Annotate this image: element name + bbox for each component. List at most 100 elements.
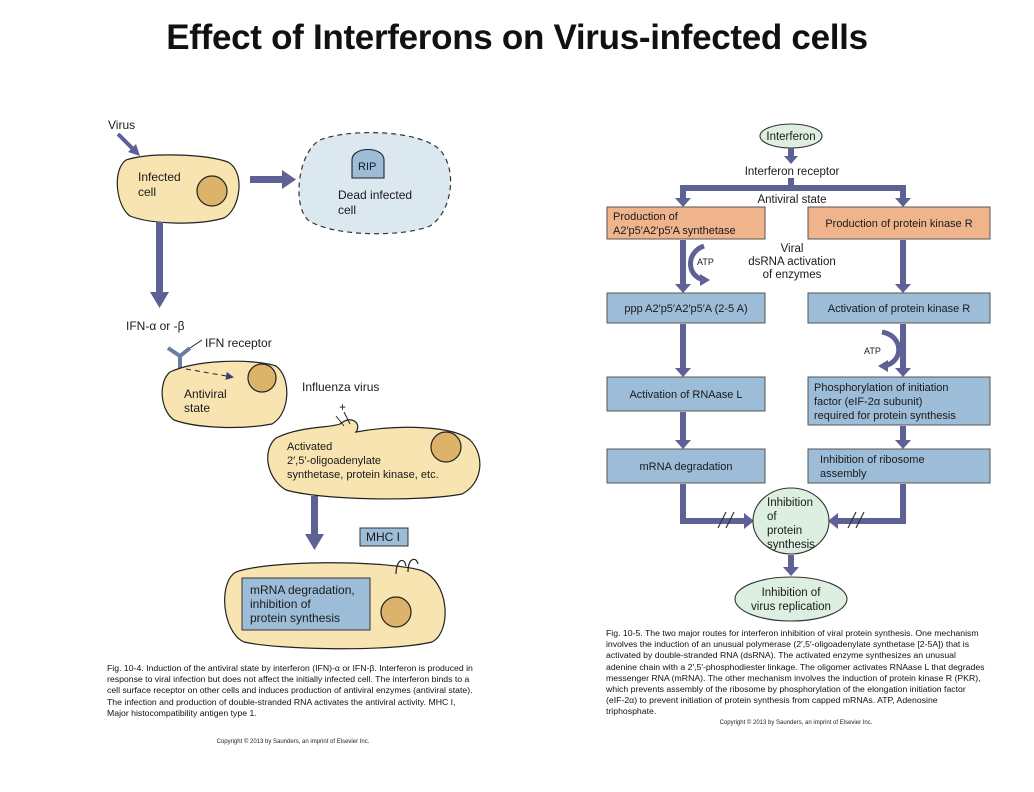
mhc-cell-nucleus — [380, 596, 412, 628]
viral-line1: Viral — [781, 243, 804, 255]
dead-cell-label-line2: cell — [338, 203, 356, 217]
figure-10-5-caption: Fig. 10-5. The two major routes for inte… — [606, 628, 985, 717]
ifn-receptor-label: IFN receptor — [205, 336, 272, 350]
atp-curve-right — [881, 329, 902, 369]
arrow-left-1 — [680, 240, 686, 286]
inhibition-protein-line1: Inhibition — [767, 497, 813, 509]
figure-10-4-caption: Fig. 10-4. Induction of the antiviral st… — [107, 663, 473, 718]
mhc-molecules — [395, 558, 419, 575]
virus-label: Virus — [108, 118, 135, 132]
branch-left — [680, 185, 686, 199]
activation-rnase-label: Activation of RNAase L — [629, 389, 742, 401]
arrow-to-replication — [788, 555, 794, 569]
page-title: Effect of Interferons on Virus-infected … — [166, 18, 868, 57]
inhibition-ribosome-line2: assembly — [820, 468, 867, 480]
antiviral-label-line1: Antiviral — [184, 387, 227, 401]
activation-rnase-box — [606, 376, 766, 412]
infected-cell-label-line2: cell — [138, 185, 156, 199]
arrow-to-dead-cell-head — [282, 170, 296, 189]
viral-line2: dsRNA activation — [748, 256, 836, 268]
box-line1: mRNA degradation, — [250, 583, 355, 597]
arrow-right-3-head — [895, 440, 911, 449]
inhibition-replication-ellipse — [734, 576, 848, 622]
arrow-left-3 — [680, 412, 686, 442]
phos-line1: Phosphorylation of initiation — [814, 382, 949, 394]
arrow-left-1-head — [675, 284, 691, 293]
rip-tombstone — [351, 148, 385, 179]
signal-arrow — [185, 368, 234, 380]
arrow-left-2-head — [675, 368, 691, 377]
figure-10-4-copyright: Copyright © 2013 by Saunders, an imprint… — [216, 739, 370, 745]
arrow-interferon-down-head — [784, 156, 798, 164]
arrow-right-3 — [900, 426, 906, 442]
influenza-label: Influenza virus — [302, 380, 379, 394]
arrow-down-to-mhc-cell-head — [305, 534, 324, 550]
inhibition-protein-ellipse — [752, 487, 830, 555]
arrow-right-2-head — [895, 368, 911, 377]
ifn-label: IFN-α or -β — [126, 319, 185, 333]
figure-10-5-copyright: Copyright © 2013 by Saunders, an imprint… — [719, 720, 873, 726]
ppp-2-5a-box — [606, 292, 766, 324]
figure-10-5: Interferon Interferon receptor Antiviral… — [606, 123, 991, 622]
dead-infected-cell — [298, 131, 452, 235]
branch-left-head — [675, 198, 691, 207]
arrow-to-dead-cell — [250, 176, 284, 183]
rip-label: RIP — [358, 161, 376, 173]
activated-label-line1: Activated — [287, 441, 332, 453]
mhc-label-box — [359, 527, 409, 547]
phos-line2: factor (eIF-2α subunit) — [814, 396, 922, 408]
activated-cell-nucleus — [430, 431, 462, 463]
atp-label-right: ATP — [864, 346, 881, 356]
arrow-interferon-down — [788, 148, 794, 158]
mrna-degradation-label: mRNA degradation — [640, 461, 733, 473]
mrna-degradation-box — [241, 577, 371, 631]
infected-cell-nucleus — [196, 175, 228, 207]
converge-right-head — [828, 513, 838, 529]
virus-arrow — [116, 132, 136, 152]
production-pkr-label: Production of protein kinase R — [825, 218, 972, 230]
arrow-down-to-ifn — [156, 222, 163, 294]
ifn-receptor-shape — [166, 346, 192, 359]
box-line3: protein synthesis — [250, 611, 340, 625]
branch-stem — [788, 178, 794, 186]
antiviral-state-label: Antiviral state — [757, 194, 826, 206]
dead-cell-label-line1: Dead infected — [338, 188, 412, 202]
branch-right-head — [895, 198, 911, 207]
break-mark-left — [717, 511, 735, 529]
arrow-left-2 — [680, 324, 686, 370]
inhibition-replication-line1: Inhibition of — [762, 587, 822, 599]
activated-label-line2: 2′,5′-oligoadenylate — [287, 455, 381, 467]
figure-10-4: Virus Infected cell RIP Dead infected ce… — [108, 118, 481, 650]
inhibition-protein-line3: protein — [767, 525, 802, 537]
activated-cell — [267, 419, 481, 500]
activation-pkr-label: Activation of protein kinase R — [828, 303, 971, 315]
arrow-down-to-ifn-head — [150, 292, 169, 308]
atp-curve-left-head — [700, 274, 710, 286]
box-line2: inhibition of — [250, 597, 311, 611]
inhibition-protein-line2: of — [767, 511, 777, 523]
arrow-right-2 — [900, 324, 906, 370]
activation-pkr-box — [807, 292, 991, 324]
ppp-2-5a-label: ppp A2′p5′A2′p5′A (2-5 A) — [624, 303, 747, 315]
mrna-degradation-box-right — [606, 448, 766, 484]
converge-left-across — [680, 518, 746, 524]
arrow-right-1 — [900, 240, 906, 286]
phos-line3: required for protein synthesis — [814, 410, 956, 422]
converge-left-head — [744, 513, 754, 529]
mhc-label: MHC I — [366, 530, 400, 544]
arrow-left-3-head — [675, 440, 691, 449]
antiviral-cell-nucleus — [247, 363, 277, 393]
converge-left-down — [680, 484, 686, 524]
antiviral-label-line2: state — [184, 401, 210, 415]
arrow-down-to-mhc-cell — [311, 496, 318, 536]
plus-sign: + — [339, 400, 346, 414]
virus-particle — [335, 411, 351, 427]
converge-right-across — [836, 518, 906, 524]
production-2-5a-box — [606, 206, 766, 240]
production-2-5a-line1: Production of — [613, 211, 679, 223]
branch-bar — [680, 185, 906, 191]
converge-right-down — [900, 484, 906, 524]
viral-line3: of enzymes — [763, 269, 822, 281]
inhibition-replication-line2: virus replication — [751, 601, 831, 613]
